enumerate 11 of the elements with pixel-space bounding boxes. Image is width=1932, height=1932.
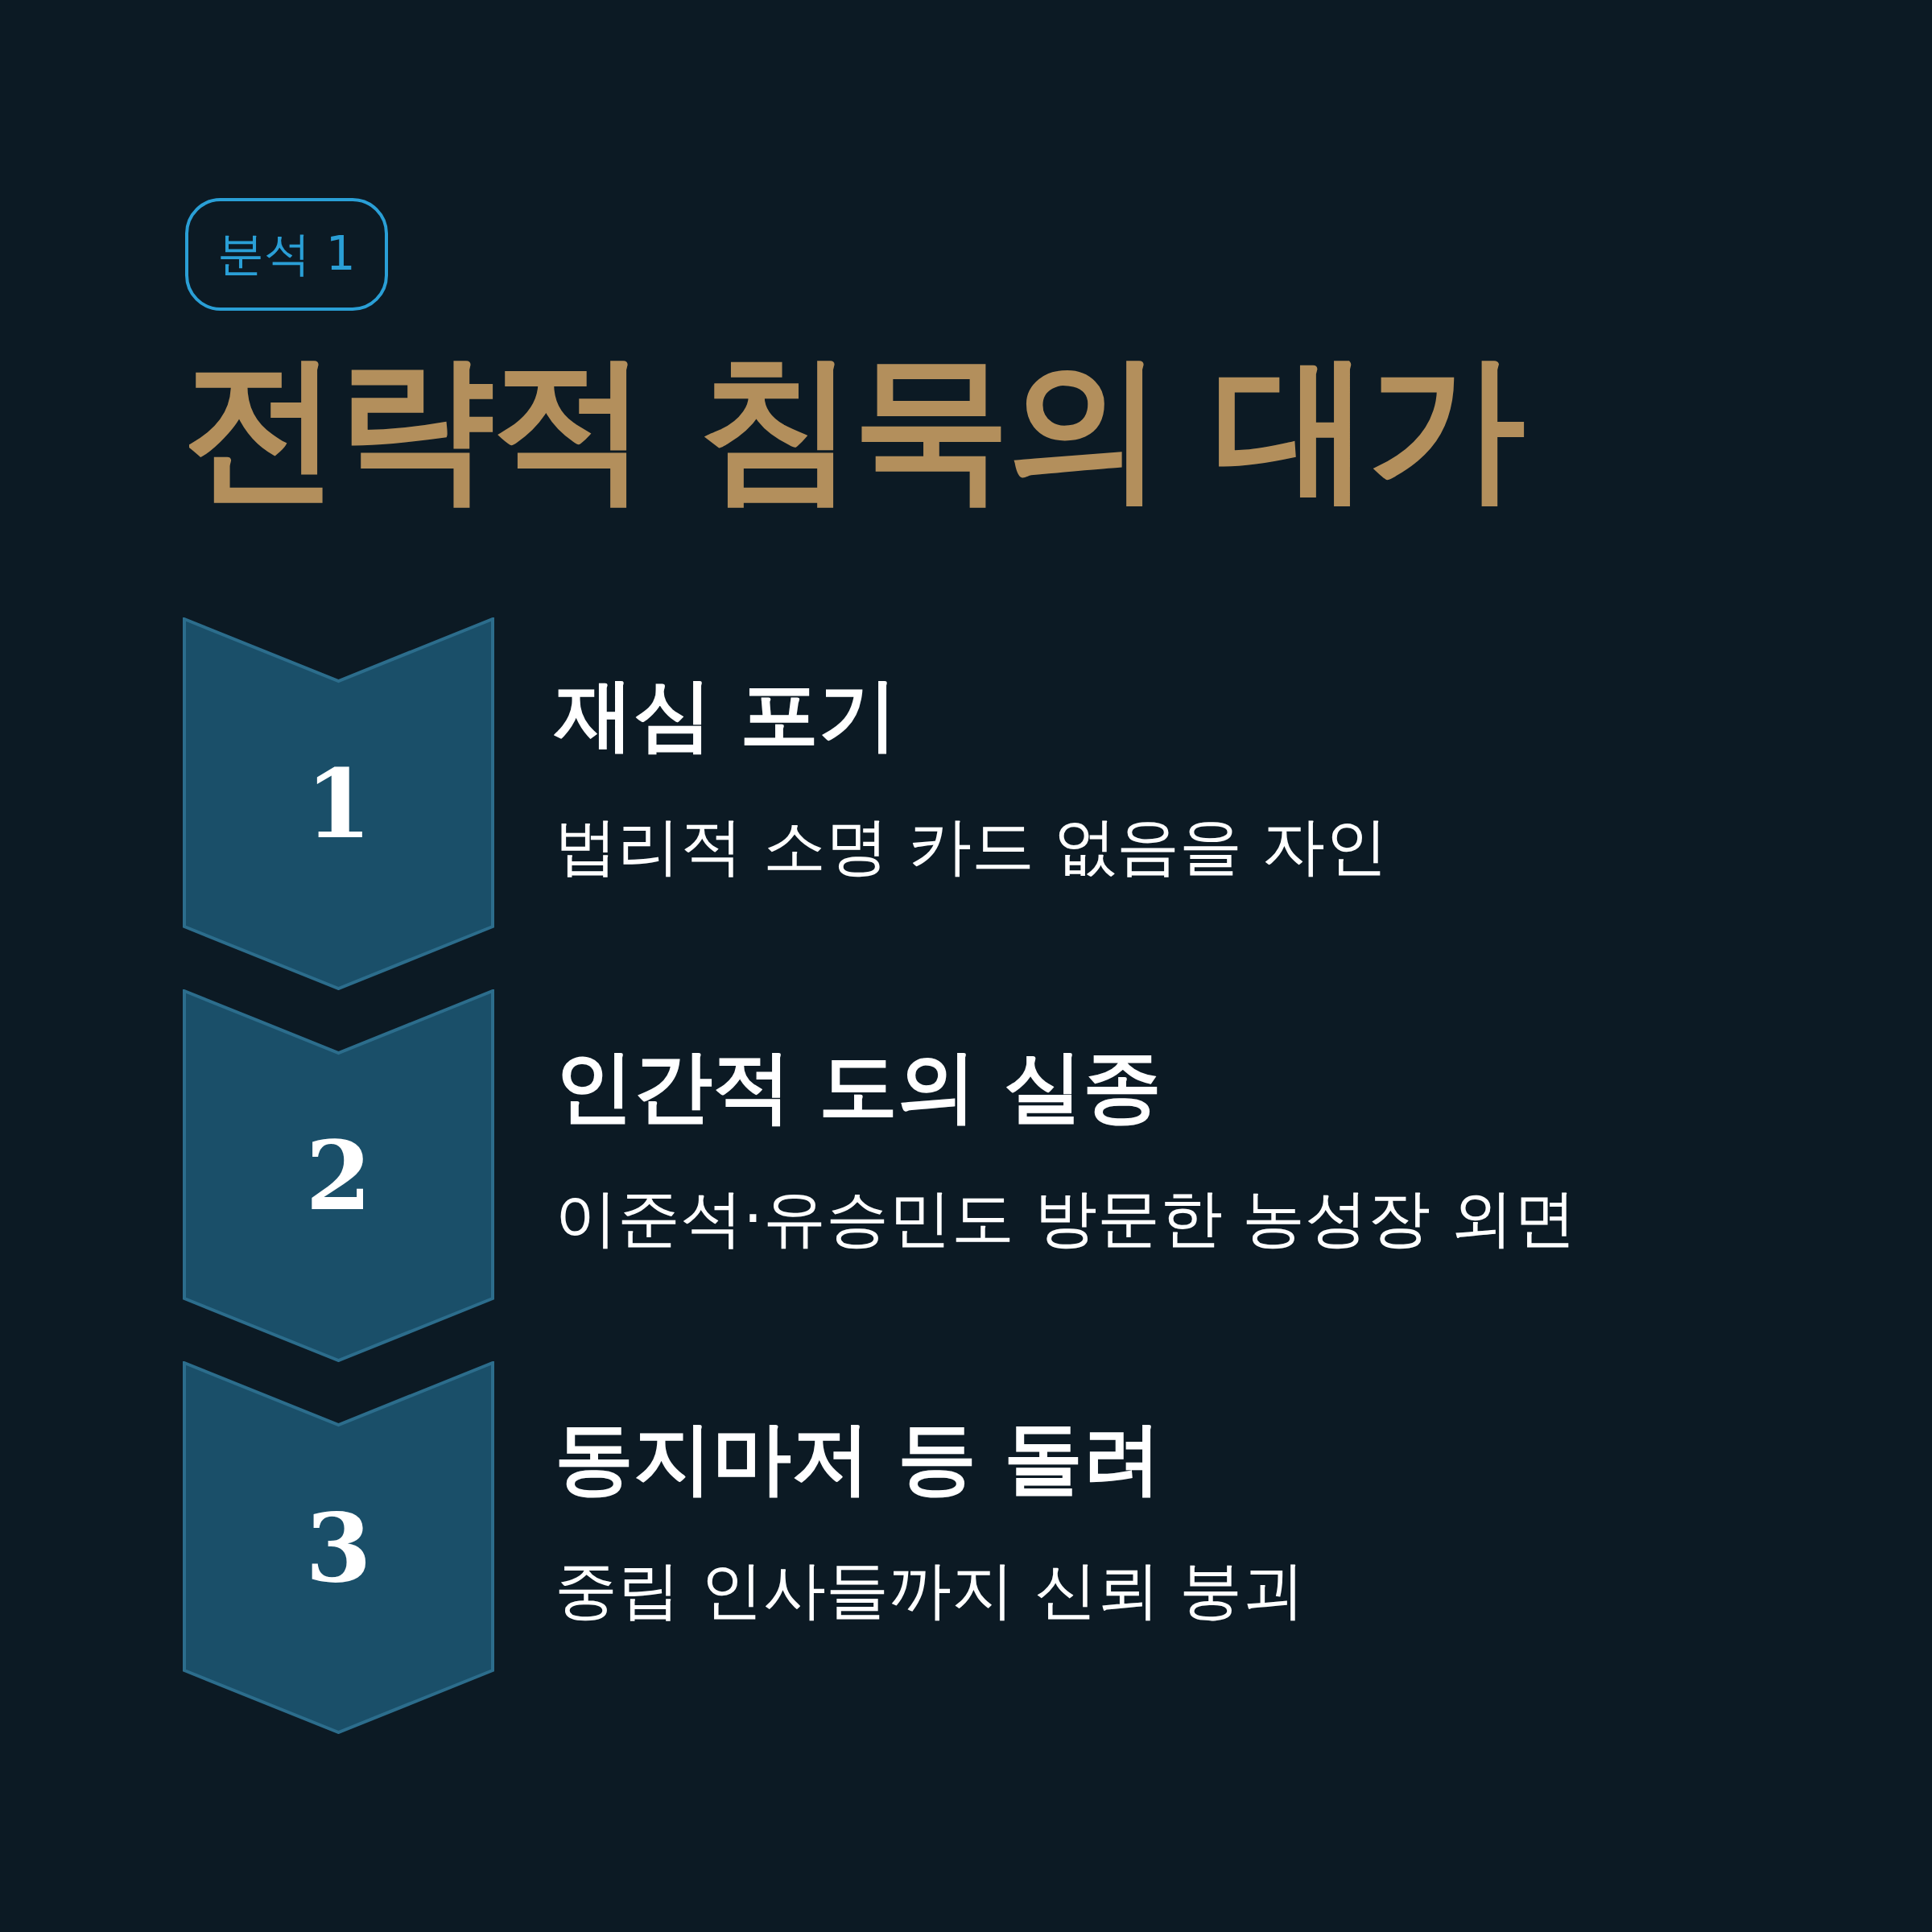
step-heading: 동지마저 등 돌려	[555, 1411, 1162, 1505]
step-number: 1	[305, 756, 372, 852]
step-description: 이준석·유승민도 방문한 농성장 외면	[555, 1181, 1577, 1256]
title: 전략적 침묵의 대가	[182, 336, 1523, 518]
section-tag: 분석 1	[185, 198, 388, 311]
step-number: 2	[305, 1128, 372, 1224]
step-description: 중립 인사들까지 신뢰 붕괴	[555, 1553, 1306, 1628]
step-heading: 인간적 도의 실종	[555, 1039, 1162, 1133]
step-number: 3	[305, 1500, 372, 1596]
step-description: 법리적 소명 카드 없음을 자인	[555, 809, 1389, 884]
step-heading: 재심 포기	[555, 667, 898, 762]
